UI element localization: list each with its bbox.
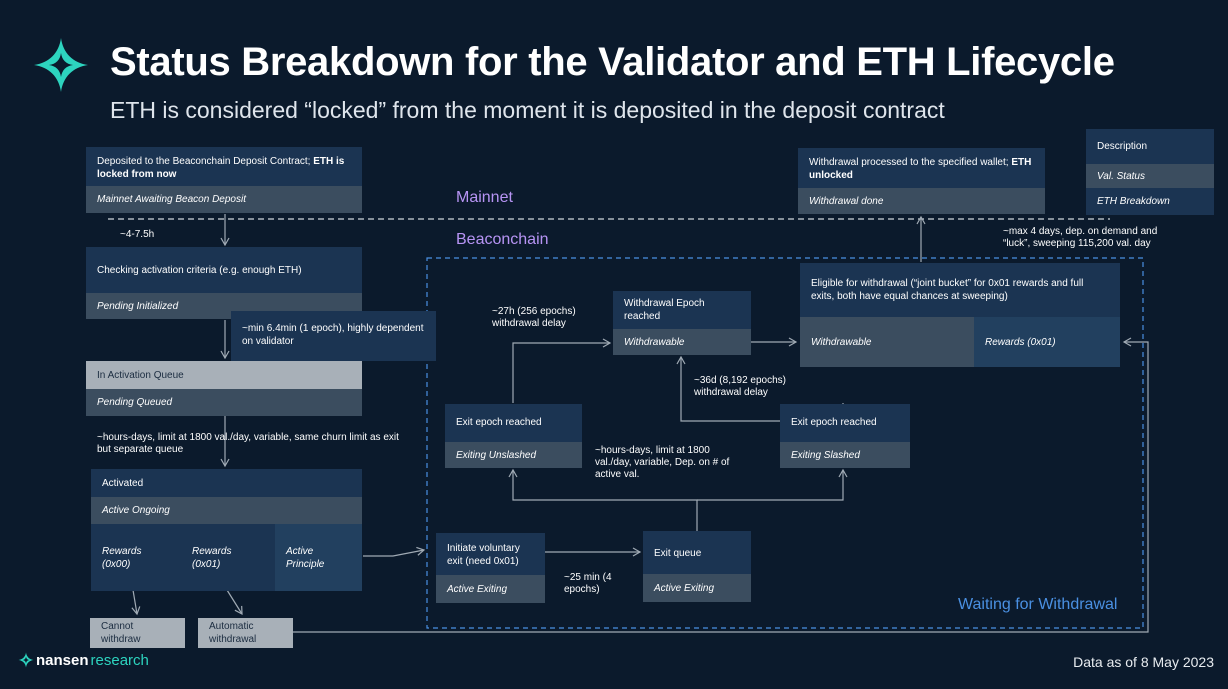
queue-status: Pending Queued [97, 397, 173, 408]
exit-slashed-desc: Exit epoch reached [791, 417, 877, 428]
brand-research: research [90, 651, 149, 669]
box-automatic-withdrawal: Automatic withdrawal [198, 618, 293, 648]
deposited-desc: Deposited to the Beaconchain Deposit Con… [97, 156, 314, 167]
initiate-desc: Initiate voluntary exit (need 0x01) [447, 543, 520, 567]
rewards-00: Rewards (0x00) [102, 545, 142, 570]
box-withdrawal-processed: Withdrawal processed to the specified wa… [798, 148, 1045, 214]
legend: Description Val. Status ETH Breakdown [1086, 129, 1214, 215]
legend-val-status: Val. Status [1086, 164, 1214, 188]
note-deposit-delay: ~4-7.5h [120, 229, 155, 240]
processed-status: Withdrawal done [798, 188, 1045, 214]
activated-desc: Activated [102, 477, 144, 489]
exit-unslashed-status: Exiting Unslashed [445, 442, 582, 468]
withdrawal-epoch-desc: Withdrawal Epoch reached [624, 298, 705, 322]
eligible-desc: Eligible for withdrawal (“joint bucket” … [811, 278, 1084, 302]
eligible-rewards-01: Rewards (0x01) [974, 317, 1120, 367]
box-exit-queue: Exit queue Active Exiting [643, 531, 751, 602]
exit-queue-desc: Exit queue [654, 548, 702, 559]
exit-slashed-status: Exiting Slashed [780, 442, 910, 468]
data-date: Data as of 8 May 2023 [1073, 654, 1214, 670]
box-cannot-withdraw: Cannot withdraw [90, 618, 185, 648]
box-withdrawal-epoch: Withdrawal Epoch reached Withdrawable [613, 291, 751, 355]
box-exit-slashed: Exit epoch reached Exiting Slashed [780, 404, 910, 468]
processed-desc-bold: ETH unlocked [809, 157, 1032, 181]
box-activation-queue: In Activation Queue Pending Queued [86, 361, 362, 416]
checking-desc: Checking activation criteria (e.g. enoug… [97, 265, 302, 276]
initiate-status: Active Exiting [436, 575, 545, 603]
legend-description: Description [1097, 141, 1148, 152]
activated-status: Active Ongoing [91, 497, 362, 524]
withdrawal-epoch-status: Withdrawable [613, 329, 751, 355]
brand-nansen: nansen [36, 651, 89, 669]
rewards-01: Rewards (0x01) [192, 545, 232, 570]
note-activation-delay: ~min 6.4min (1 epoch), highly dependent … [231, 311, 436, 361]
zone-label-mainnet: Mainnet [456, 189, 513, 206]
processed-desc: Withdrawal processed to the specified wa… [809, 157, 1012, 168]
note-withdrawal-delay-36d: ~36d (8,192 epochs) withdrawal delay [694, 375, 787, 398]
note-exit-queue-churn: ~hours-days, limit at 1800 val./day, var… [595, 445, 730, 480]
nansen-small-logo-icon [18, 652, 34, 668]
deposited-status: Mainnet Awaiting Beacon Deposit [86, 186, 362, 213]
box-activated: Activated Active Ongoing Rewards (0x00) … [91, 469, 362, 591]
active-principle: Active Principle [275, 524, 362, 591]
box-initiate-exit: Initiate voluntary exit (need 0x01) Acti… [436, 533, 545, 603]
exit-unslashed-desc: Exit epoch reached [456, 417, 542, 428]
note-activation-queue: ~hours-days, limit at 1800 val./day, var… [97, 432, 399, 455]
legend-eth-breakdown: ETH Breakdown [1097, 196, 1170, 207]
zone-label-waiting: Waiting for Withdrawal [958, 596, 1118, 613]
page-subtitle: ETH is considered “locked” from the mome… [110, 97, 945, 123]
eligible-status: Withdrawable [800, 317, 974, 367]
deposited-desc-bold: ETH is locked from now [97, 156, 345, 180]
exit-queue-status: Active Exiting [643, 574, 751, 602]
box-exit-unslashed: Exit epoch reached Exiting Unslashed [445, 404, 582, 468]
note-exit-delay: ~25 min (4 epochs) [564, 572, 612, 595]
box-eligible: Eligible for withdrawal (“joint bucket” … [800, 263, 1120, 367]
queue-desc: In Activation Queue [86, 361, 362, 389]
zone-label-beaconchain: Beaconchain [456, 231, 549, 248]
nansen-star-logo-icon [34, 38, 88, 92]
page-title: Status Breakdown for the Validator and E… [110, 40, 1115, 84]
note-sweeping: ~max 4 days, dep. on demand and “luck”, … [1003, 226, 1158, 249]
note-withdrawal-delay-27h: ~27h (256 epochs) withdrawal delay [492, 306, 576, 329]
box-deposited: Deposited to the Beaconchain Deposit Con… [86, 147, 362, 213]
box-checking: Checking activation criteria (e.g. enoug… [86, 247, 362, 319]
